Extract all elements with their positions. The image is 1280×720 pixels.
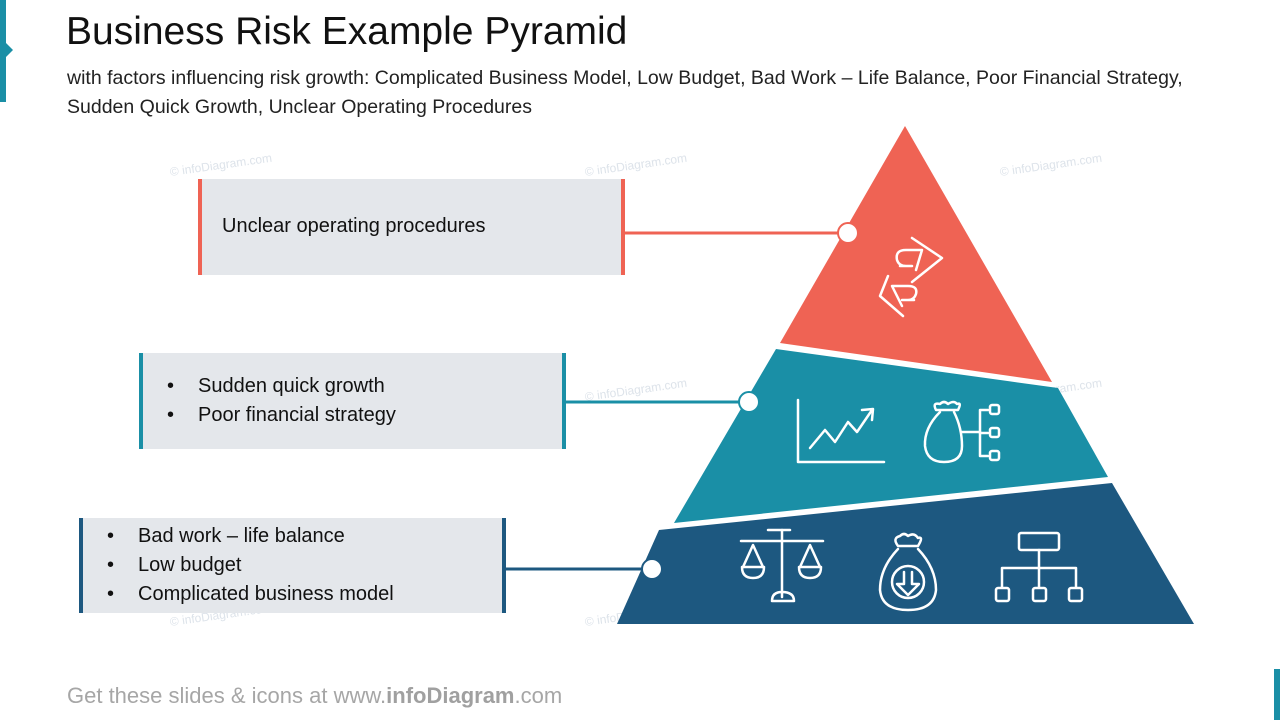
org-chart-icon — [994, 531, 1084, 603]
level-top-item: Unclear operating procedures — [222, 215, 486, 237]
right-accent-bar — [1274, 669, 1280, 720]
footer-brand[interactable]: infoDiagram — [386, 683, 515, 708]
pyramid-level-bottom — [617, 483, 1194, 624]
list-item: Sudden quick growth — [143, 372, 562, 401]
level-bottom-list: Bad work – life balance Low budget Compl… — [83, 522, 502, 609]
level-middle-textbox: Sudden quick growth Poor financial strat… — [139, 353, 566, 449]
growth-chart-icon — [796, 398, 886, 464]
footer-suffix: .com — [514, 683, 563, 708]
swap-arrows-icon — [878, 236, 944, 318]
footer-prefix: Get these slides & icons at www. — [67, 683, 387, 708]
connector-dot-bottom — [641, 558, 663, 580]
balance-scale-icon — [739, 528, 825, 603]
money-bag-down-icon — [878, 532, 938, 612]
page-subtitle: with factors influencing risk growth: Co… — [67, 67, 1183, 118]
list-item: Poor financial strategy — [143, 401, 562, 430]
left-accent-arrow-icon — [6, 43, 13, 57]
money-bag-hierarchy-icon — [923, 400, 1001, 464]
connector-dot-top — [837, 222, 859, 244]
level-middle-list: Sudden quick growth Poor financial strat… — [143, 372, 562, 430]
level-bottom-textbox: Bad work – life balance Low budget Compl… — [79, 518, 506, 613]
level-top-textbox: Unclear operating procedures — [198, 179, 625, 275]
list-item: Bad work – life balance — [83, 522, 502, 551]
list-item: Complicated business model — [83, 580, 502, 609]
list-item: Low budget — [83, 551, 502, 580]
pyramid-level-middle — [674, 349, 1108, 523]
pyramid-level-top — [780, 126, 1052, 382]
page-title: Business Risk Example Pyramid — [66, 10, 628, 53]
connector-dot-middle — [738, 391, 760, 413]
footer-credit: Get these slides & icons at www.infoDiag… — [67, 683, 562, 709]
left-accent-bar — [0, 0, 6, 102]
